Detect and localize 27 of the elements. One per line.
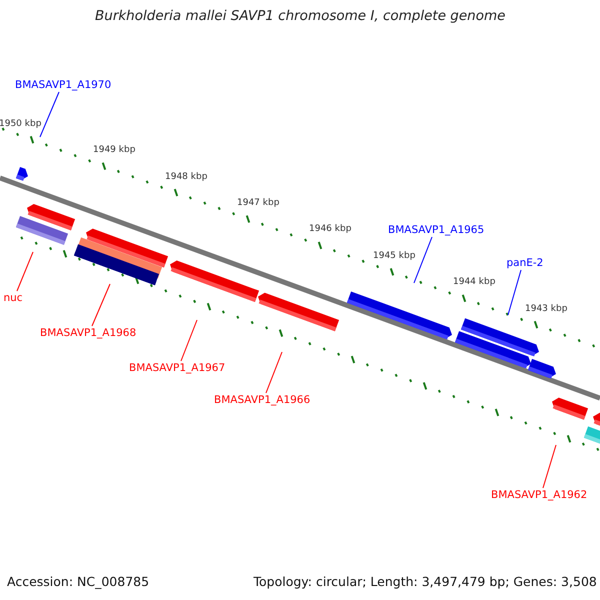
leader-line xyxy=(414,236,432,284)
gene-label: BMASAVP1_A1962 xyxy=(491,489,588,502)
scale-label: 1948 kbp xyxy=(165,172,208,182)
gene-label: BMASAVP1_A1965 xyxy=(388,224,484,236)
leader-line xyxy=(16,252,34,292)
title: Burkholderia mallei SAVP1 chromosome I, complete genome xyxy=(95,9,506,25)
leader-line xyxy=(40,92,60,138)
scale-label: 1950 kbp xyxy=(0,118,42,130)
gene-label: panE-2 xyxy=(506,257,544,270)
scale-label: 1945 kbp xyxy=(373,250,416,262)
genome-info-text: Topology: circular; Length: 3,497,479 bp; Genes: 3,508 xyxy=(254,575,597,590)
leader-line xyxy=(542,444,556,488)
gene-label: BMASAVP1_A1970 xyxy=(15,79,112,92)
scale-label: 1946 kbp xyxy=(309,224,352,235)
gene-label: BMASAVP1_A1966 xyxy=(214,394,310,406)
accession-text: Accession: NC_008785 xyxy=(7,575,150,590)
leader-line xyxy=(92,284,110,326)
scale-label: 1943 kbp xyxy=(525,304,568,314)
leader-line xyxy=(266,352,282,394)
scale-label: 1944 kbp xyxy=(453,277,496,288)
leader-line xyxy=(508,270,522,316)
scale-label: 1949 kbp xyxy=(93,145,136,156)
gene-label: BMASAVP1_A1968 xyxy=(40,327,136,340)
scale-label: 1947 kbp xyxy=(237,198,280,208)
gene-label: nuc xyxy=(4,292,23,304)
gene-label: BMASAVP1_A1967 xyxy=(129,362,226,374)
leader-line xyxy=(180,320,198,362)
